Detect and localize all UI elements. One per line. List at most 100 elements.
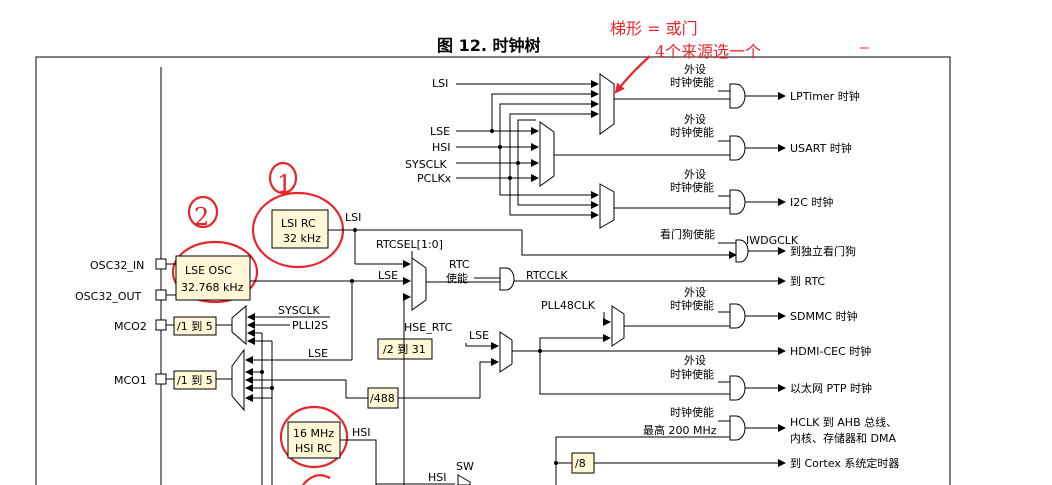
- figure-title: 图 12. 时钟树: [437, 36, 541, 55]
- annotation-circle-hsi: [279, 405, 349, 469]
- label-mco2: MCO2: [114, 320, 147, 333]
- label-sw: SW: [456, 460, 474, 473]
- mco1-divider-label: /1 到 5: [177, 374, 213, 387]
- lptim-mux: [599, 73, 615, 135]
- wire-pclk-lptim: [509, 110, 599, 178]
- wire-lse-hdmi: [465, 342, 499, 350]
- label-lse-low: LSE: [308, 347, 328, 360]
- label-sysclk-mco2: SYSCLK: [278, 304, 320, 317]
- enable-i2c-1: 外设: [684, 168, 706, 181]
- eth-and-gate: [729, 375, 746, 401]
- mco1-mux: [231, 348, 245, 412]
- div-8-label: /8: [575, 457, 586, 470]
- enable-eth-1: 外设: [684, 354, 706, 367]
- label-rtcsel: RTCSEL[1:0]: [376, 238, 443, 251]
- wire-sdmmc-src: [539, 334, 611, 351]
- label-lsi-mid: LSI: [345, 211, 361, 224]
- junction-pclk-top: [508, 176, 512, 180]
- annotation-arrow: [614, 55, 651, 94]
- label-lse: LSE: [430, 125, 450, 138]
- lptim-and-gate: [729, 83, 746, 109]
- output-i2c: I2C 时钟: [790, 195, 833, 209]
- junction-div8: [554, 461, 558, 465]
- junction-sysclk-top: [516, 161, 520, 165]
- wire-hsi-out: [340, 439, 377, 485]
- rtc-hse-divider: [377, 338, 433, 360]
- enable-i2c-2: 时钟使能: [670, 180, 714, 194]
- label-hse-rtc: HSE_RTC: [404, 321, 453, 334]
- pin-osc32-out: [155, 289, 167, 301]
- wire-sysclk-i2c-a: [517, 119, 536, 163]
- junction-a: [260, 370, 264, 374]
- figure-frame: [35, 56, 951, 485]
- label-lse-hdmi: LSE: [469, 329, 489, 342]
- enable-usart-1: 外设: [684, 113, 706, 126]
- usart-and-gate: [729, 135, 746, 161]
- hsi-rc-label-1: 16 MHz: [293, 427, 334, 440]
- wire-sysclk-i2c: [517, 163, 599, 209]
- lsi-rc-label-1: LSI RC: [281, 217, 316, 230]
- label-lsi-top: LSI: [432, 77, 448, 90]
- label-rtc-en-1: RTC: [449, 258, 470, 271]
- pin-mco2: [155, 319, 167, 331]
- label-lse-mid: LSE: [378, 269, 398, 282]
- wire-hsi-i2c: [499, 147, 599, 199]
- mco2-mux: [231, 304, 247, 346]
- lsi-rc-label-2: 32 kHz: [283, 232, 321, 245]
- label-rtc-en-2: 使能: [446, 271, 468, 285]
- output-rtc: 到 RTC: [790, 275, 825, 288]
- junction-lse-top: [490, 129, 494, 133]
- enable-hclk-1: 时钟使能: [670, 405, 714, 419]
- output-usart: USART 时钟: [790, 141, 852, 155]
- rtc-mux: [411, 257, 427, 311]
- enable-lptim-1: 外设: [684, 63, 706, 76]
- wire-488-hdmi: [479, 358, 499, 398]
- sdmmc-mux: [611, 305, 625, 347]
- label-hsi-low: HSI: [352, 426, 371, 439]
- label-iwdgclk: IWDGCLK: [746, 234, 799, 247]
- mco1-divider: [173, 370, 217, 390]
- junction-b: [270, 386, 274, 390]
- wire-lse-lptim: [491, 90, 599, 131]
- label-hsi: HSI: [432, 141, 451, 154]
- annotation-or-gate-note: 梯形 = 或门: [610, 19, 698, 38]
- junction-hsi-top: [498, 145, 502, 149]
- enable-sdmmc-2: 时钟使能: [670, 298, 714, 312]
- annotation-num-2: 2: [194, 203, 209, 231]
- label-hsi-bottom: HSI: [428, 471, 447, 484]
- label-pll48clk: PLL48CLK: [541, 299, 596, 312]
- div-488-label: /488: [370, 392, 395, 405]
- output-cortex: 到 Cortex 系统定时器: [790, 456, 899, 470]
- pin-osc32-in: [155, 258, 167, 270]
- enable-wdg: 看门狗使能: [660, 227, 715, 241]
- wire-hclk-src: [555, 436, 643, 485]
- label-pclkx: PCLKx: [417, 172, 452, 185]
- hdmi-mux: [499, 331, 513, 373]
- enable-usart-2: 时钟使能: [670, 125, 714, 139]
- label-plli2s: PLLI2S: [292, 319, 328, 332]
- mco2-divider-label: /1 到 5: [177, 320, 213, 333]
- annotation-circle-lse: [171, 240, 259, 304]
- label-osc32-out: OSC32_OUT: [75, 290, 142, 303]
- rtc-and-gate: [499, 267, 515, 291]
- i2c-and-gate: [729, 189, 746, 215]
- wire-hsi-lptim: [499, 100, 599, 147]
- annotation-circle-2: [187, 195, 219, 229]
- wire-hsi-488: [345, 380, 368, 399]
- label-osc32-in: OSC32_IN: [90, 259, 144, 272]
- hsi-rc-block: [287, 421, 341, 459]
- label-mco1: MCO1: [114, 374, 147, 387]
- pin-mco1: [155, 373, 167, 385]
- output-iwdg: 到独立看门狗: [790, 244, 856, 258]
- output-eth: 以太网 PTP 时钟: [790, 381, 872, 395]
- enable-eth-2: 时钟使能: [670, 367, 714, 381]
- lse-osc-label-2: 32.768 kHz: [181, 281, 244, 294]
- annotation-circle-1: [268, 161, 298, 195]
- wire-pll48-sdmmc: [603, 312, 611, 326]
- lse-osc-block: [175, 255, 251, 301]
- sysclk-mux: [457, 474, 471, 485]
- wire-eth-in: [539, 351, 730, 395]
- annotation-circle-partial: [302, 474, 331, 485]
- enable-sdmmc-1: 外设: [684, 286, 706, 299]
